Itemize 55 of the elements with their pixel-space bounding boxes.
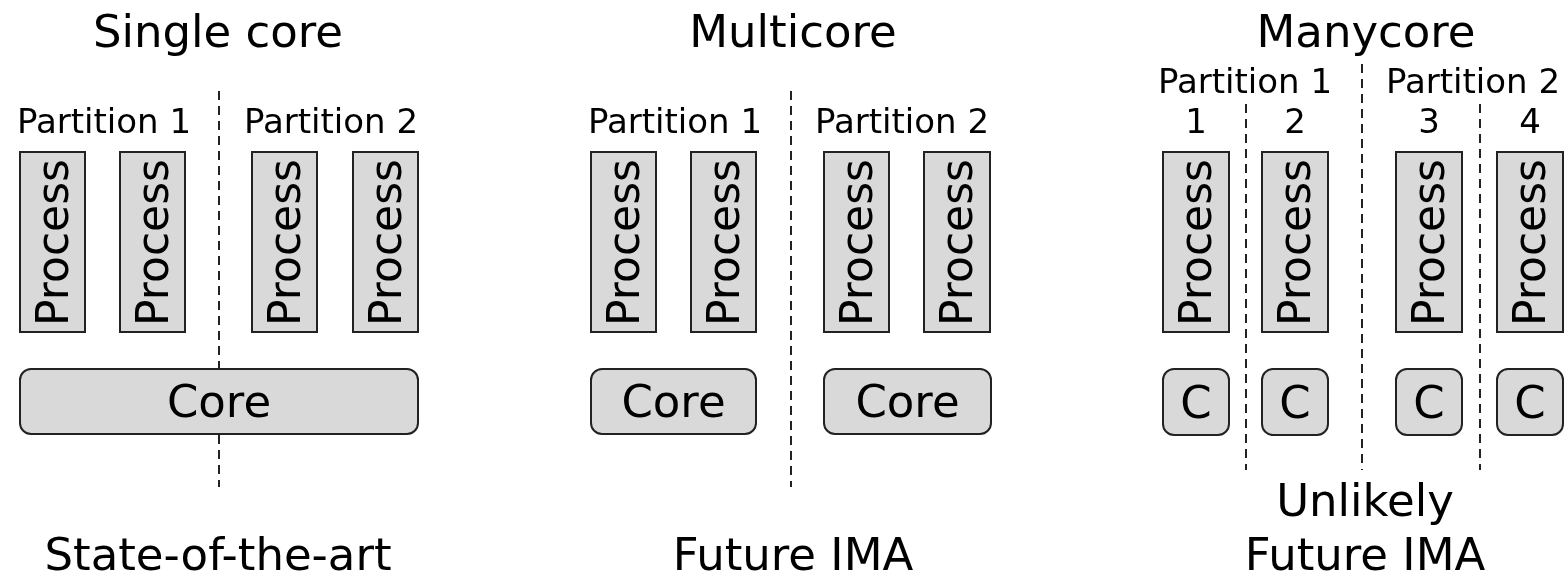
core-label: C xyxy=(1413,379,1445,425)
process-label: Process xyxy=(262,158,307,326)
partition-label: Partition 2 xyxy=(814,104,990,138)
process-box xyxy=(923,151,991,333)
core-label: C xyxy=(1180,379,1212,425)
process-box xyxy=(352,151,419,333)
core-box xyxy=(1261,368,1329,436)
process-number: 2 xyxy=(1284,104,1306,138)
partition-label: Partition 1 xyxy=(1157,64,1333,98)
partition-label: Partition 1 xyxy=(587,104,763,138)
process-label: Process xyxy=(834,158,879,326)
process-label: Process xyxy=(1508,158,1552,326)
core-box xyxy=(823,368,992,435)
column-title: Single core xyxy=(92,9,344,54)
process-box xyxy=(1261,151,1329,333)
process-label: Process xyxy=(130,158,175,326)
core-label: Core xyxy=(621,379,726,424)
partition-label: Partition 2 xyxy=(243,104,419,138)
column-caption: Future IMA xyxy=(1244,532,1486,576)
column-title: Manycore xyxy=(1256,9,1476,54)
process-label: Process xyxy=(1174,158,1218,326)
partition-label: Partition 2 xyxy=(1385,64,1561,98)
process-box xyxy=(19,151,86,333)
column-caption: Future IMA xyxy=(672,532,914,576)
partition-label: Partition 1 xyxy=(16,104,192,138)
process-label: Process xyxy=(30,158,75,326)
process-number: 4 xyxy=(1519,104,1541,138)
core-box xyxy=(1162,368,1230,436)
process-label: Process xyxy=(363,158,408,326)
core-label: C xyxy=(1514,379,1546,425)
column-title: Multicore xyxy=(689,9,897,54)
core-label: Core xyxy=(855,379,960,424)
process-label: Process xyxy=(1407,158,1451,326)
process-box xyxy=(590,151,657,333)
core-label: C xyxy=(1279,379,1311,425)
process-box xyxy=(823,151,890,333)
column-caption: State-of-the-art xyxy=(44,532,392,576)
process-box xyxy=(1395,151,1463,333)
process-box xyxy=(1496,151,1564,333)
process-box xyxy=(1162,151,1230,333)
column-caption: Unlikely xyxy=(1276,478,1454,523)
process-label: Process xyxy=(935,158,979,326)
process-box xyxy=(251,151,318,333)
core-box xyxy=(1395,368,1463,436)
process-label: Process xyxy=(601,158,646,326)
process-box xyxy=(119,151,186,333)
core-box xyxy=(19,368,419,435)
core-label: Core xyxy=(166,379,272,424)
core-box xyxy=(590,368,757,435)
process-label: Process xyxy=(701,158,746,326)
process-label: Process xyxy=(1273,158,1317,326)
process-number: 3 xyxy=(1418,104,1440,138)
process-number: 1 xyxy=(1185,104,1207,138)
process-box xyxy=(690,151,757,333)
core-box xyxy=(1496,368,1564,436)
